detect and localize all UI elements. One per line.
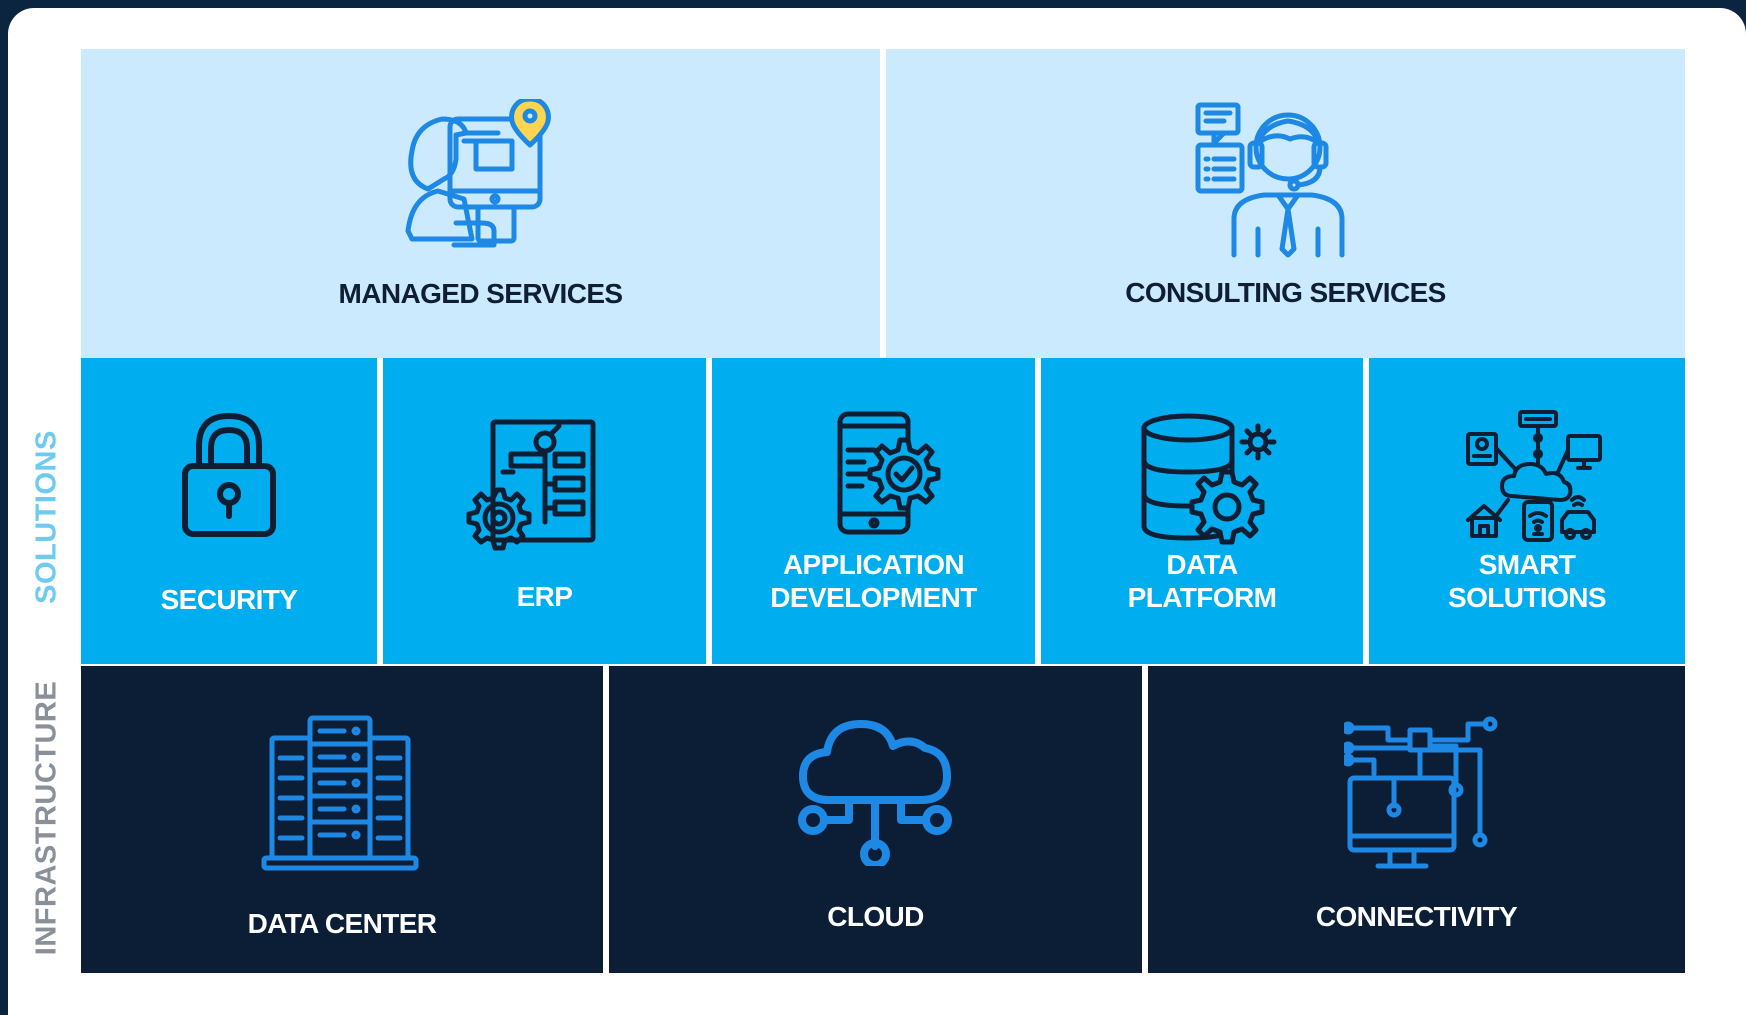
data-center-label: DATA CENTER <box>247 908 437 939</box>
cloud-label: CLOUD <box>827 901 924 932</box>
support-person-monitor-icon <box>398 99 558 259</box>
iot-cloud-devices-icon <box>1464 408 1604 543</box>
tile-data-center: DATA CENTER <box>81 666 603 973</box>
connectivity-label: CONNECTIVITY <box>1315 901 1518 932</box>
tile-smart-solutions: SMART SOLUTIONS <box>1369 358 1685 664</box>
tile-cloud: CLOUD <box>609 666 1142 973</box>
solutions-side-label: SOLUTIONS <box>30 430 63 604</box>
managed-services-label: MANAGED SERVICES <box>338 278 624 309</box>
tile-managed-services: MANAGED SERVICES <box>81 49 880 358</box>
erp-label: ERP <box>516 581 573 612</box>
infrastructure-side-label: INFRASTRUCTURE <box>30 680 63 956</box>
tile-connectivity: CONNECTIVITY <box>1148 666 1685 973</box>
data-platform-label: DATA PLATFORM <box>1127 549 1277 613</box>
database-gear-icon <box>1138 410 1278 545</box>
cloud-network-icon <box>795 716 955 866</box>
server-rack-icon <box>260 714 420 874</box>
tile-erp: ERP <box>383 358 706 664</box>
tile-application-development: APPLICATION DEVELOPMENT <box>712 358 1035 664</box>
circuit-monitor-icon <box>1344 714 1504 874</box>
tile-data-platform: DATA PLATFORM <box>1041 358 1363 664</box>
application-development-label: APPLICATION DEVELOPMENT <box>770 549 977 613</box>
tile-consulting-services: CONSULTING SERVICES <box>886 49 1685 358</box>
security-label: SECURITY <box>160 584 298 615</box>
padlock-icon <box>179 410 279 540</box>
flowchart-gear-icon <box>463 418 598 553</box>
consulting-services-label: CONSULTING SERVICES <box>1125 277 1446 308</box>
tile-security: SECURITY <box>81 358 377 664</box>
consultant-headset-icon <box>1194 99 1354 259</box>
smart-solutions-label: SMART SOLUTIONS <box>1448 549 1607 613</box>
smartphone-gear-icon <box>834 410 944 540</box>
